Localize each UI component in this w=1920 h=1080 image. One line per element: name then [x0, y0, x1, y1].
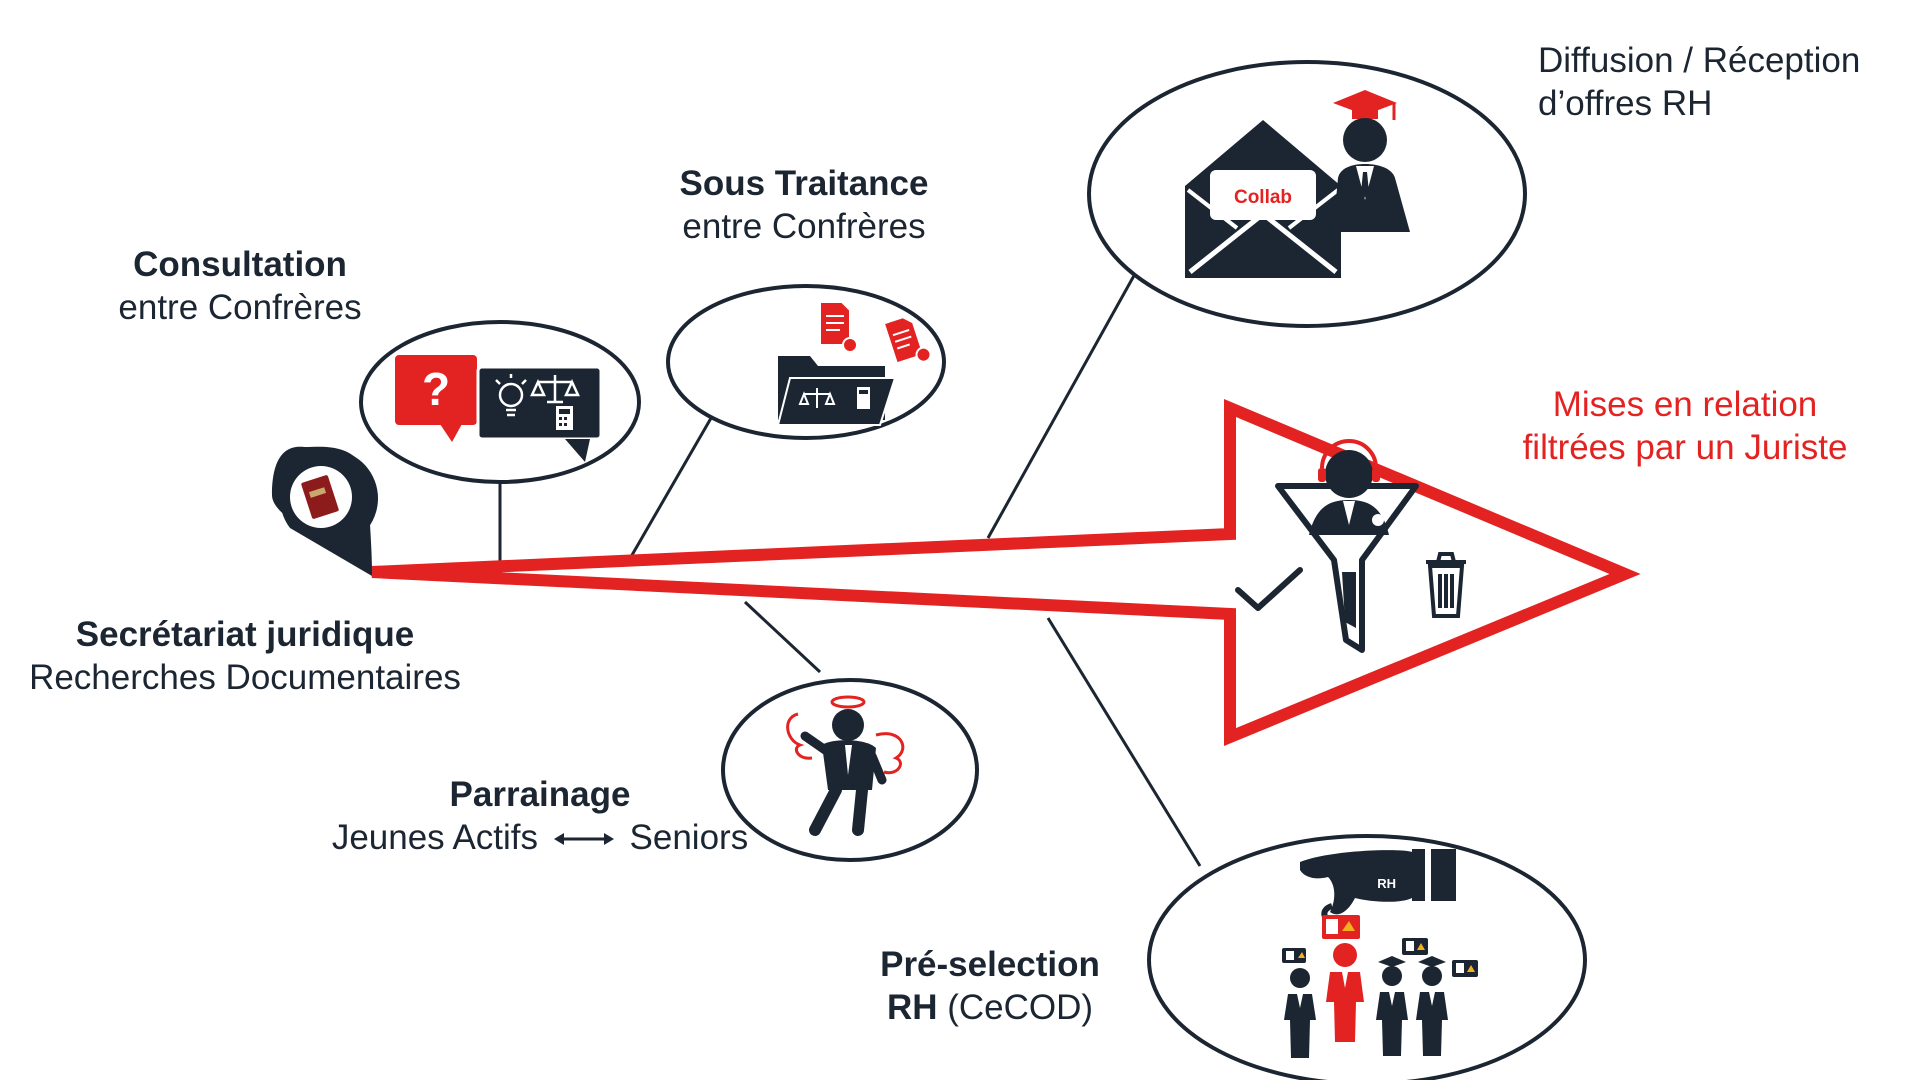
envelope-icon: Collab — [1185, 120, 1341, 278]
svg-text:Collab: Collab — [1234, 187, 1292, 208]
parrainage-bubble — [721, 678, 979, 862]
sous-traitance-subtitle: entre Confrères — [682, 206, 926, 246]
jurist-operator-icon — [1309, 439, 1389, 535]
mises-en-relation-line2: filtrées par un Juriste — [1522, 427, 1848, 467]
diffusion-label: Diffusion / Réception d’offres RH — [1538, 40, 1860, 125]
secretariat-subtitle: Recherches Documentaires — [29, 657, 461, 697]
mises-en-relation-label: Mises en relation filtrées par un Jurist… — [1480, 384, 1890, 469]
consultation-label: Consultation entre Confrères — [80, 244, 400, 329]
preselection-bubble: RH — [1147, 834, 1587, 1080]
consultation-bubble: ? — [359, 320, 641, 484]
diffusion-line2: d’offres RH — [1538, 83, 1713, 123]
connector-preselection — [1046, 617, 1202, 867]
cv-bubble-icon — [1322, 915, 1360, 939]
parrainage-pair: Jeunes Actifs Seniors — [240, 817, 840, 860]
parrainage-left: Jeunes Actifs — [331, 817, 539, 857]
diffusion-line1: Diffusion / Réception — [1538, 41, 1861, 80]
diffusion-bubble: Collab — [1087, 60, 1527, 328]
person-icon — [1416, 956, 1448, 1056]
advice-bubble-icon — [476, 365, 603, 462]
trash-icon — [1426, 552, 1466, 618]
consultation-subtitle: entre Confrères — [118, 287, 362, 327]
parrainage-right: Seniors — [629, 817, 749, 857]
preselection-rh: RH — [886, 987, 938, 1027]
document-add-icon — [882, 316, 932, 365]
sous-traitance-label: Sous Traitance entre Confrères — [644, 163, 964, 248]
person-icon — [1326, 943, 1364, 1042]
person-icon — [1284, 968, 1316, 1058]
connector-sous-traitance — [626, 405, 720, 563]
checkmark-icon — [1235, 567, 1303, 611]
mises-en-relation-line1: Mises en relation — [1552, 385, 1818, 424]
secretariat-title: Secrétariat juridique — [75, 615, 415, 654]
preselection-label: Pré-selection RH (CeCOD) — [850, 944, 1130, 1029]
parrainage-title: Parrainage — [449, 775, 631, 814]
connector-parrainage — [743, 600, 822, 674]
document-add-icon — [819, 301, 858, 353]
question-bubble-icon: ? — [395, 355, 477, 442]
cv-bubble-icon — [1402, 938, 1428, 955]
graduate-icon — [1333, 90, 1410, 232]
calculator-icon — [556, 406, 573, 430]
preselection-cecod: (CeCOD) — [937, 987, 1094, 1027]
preselection-line1: Pré-selection — [880, 945, 1100, 984]
angel-icon — [786, 695, 905, 836]
secretariat-label: Secrétariat juridique Recherches Documen… — [0, 614, 490, 699]
candidates-group-icon — [1282, 915, 1478, 1058]
connector-diffusion — [986, 271, 1138, 539]
sous-traitance-bubble — [666, 284, 946, 440]
cv-bubble-icon — [1452, 960, 1478, 977]
book-icon — [301, 475, 339, 519]
cv-bubble-icon — [1282, 948, 1306, 963]
person-icon — [1376, 956, 1408, 1056]
double-arrow-icon — [553, 833, 614, 846]
parrainage-label: Parrainage Jeunes Actifs Seniors — [240, 774, 840, 859]
hand-icon: RH — [1300, 849, 1456, 924]
svg-text:?: ? — [422, 363, 450, 415]
consultation-title: Consultation — [133, 245, 347, 284]
lightbulb-icon — [495, 374, 527, 417]
sous-traitance-title: Sous Traitance — [679, 164, 929, 203]
map-pin-icon — [272, 446, 379, 576]
svg-text:RH: RH — [1377, 876, 1396, 891]
connector-lines — [498, 271, 1202, 867]
scales-icon — [530, 375, 580, 404]
funnel-icon — [1275, 439, 1419, 653]
folder-icon — [776, 356, 897, 426]
